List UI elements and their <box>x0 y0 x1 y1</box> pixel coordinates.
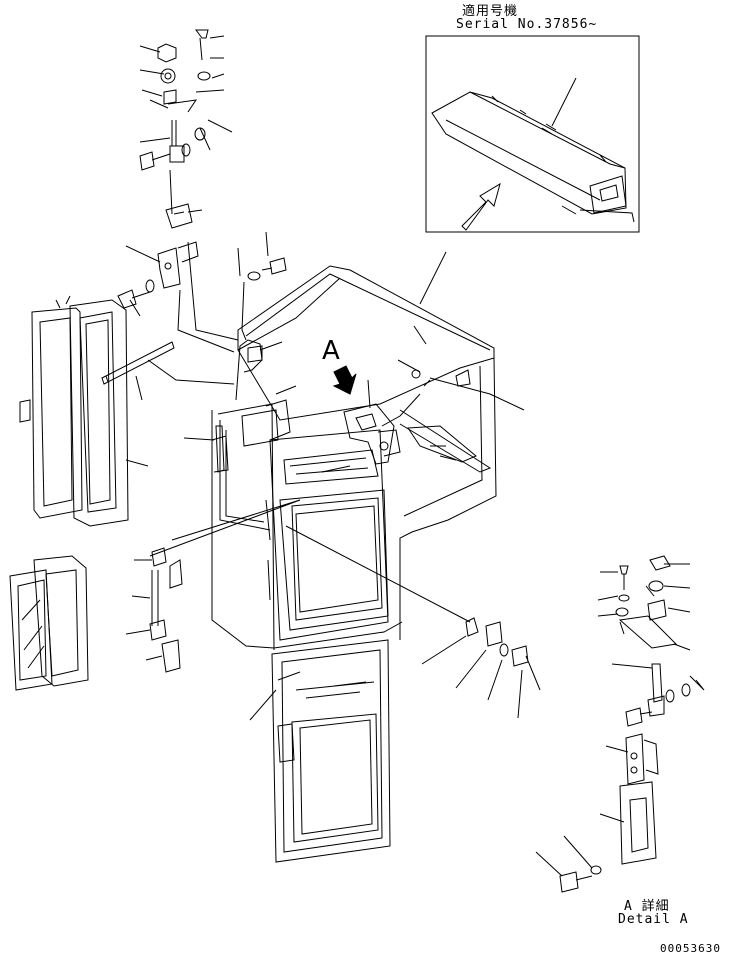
window-strip <box>101 341 175 385</box>
cab-door <box>271 639 391 863</box>
inset-roof-part <box>431 91 635 223</box>
detail-a-assembly <box>559 555 691 893</box>
left-window-glass-2 <box>9 569 53 691</box>
inset-box <box>425 35 640 233</box>
cab-frame <box>211 265 497 651</box>
inset-arrow-icon <box>461 182 501 231</box>
drawing-number: 00053630 <box>660 942 721 955</box>
view-direction-arrow-icon <box>332 365 357 395</box>
leader-lines <box>55 35 705 877</box>
left-window-seal-2 <box>33 555 89 687</box>
detail-a-label-jp: A 詳細 <box>624 899 670 914</box>
right-door-hardware <box>465 617 541 691</box>
inset-leader <box>551 77 577 127</box>
top-center-hardware <box>241 257 287 363</box>
left-window-glass-1 <box>19 307 83 519</box>
left-lower-hardware <box>149 425 271 673</box>
top-left-hardware <box>117 29 239 353</box>
detail-a-label-en: Detail A <box>618 912 689 927</box>
serial-number-label: Serial No.37856~ <box>456 17 598 32</box>
view-a-label: A <box>322 336 340 366</box>
left-window-seal-1 <box>69 299 129 527</box>
applicability-label: 適用号機 <box>462 4 519 19</box>
